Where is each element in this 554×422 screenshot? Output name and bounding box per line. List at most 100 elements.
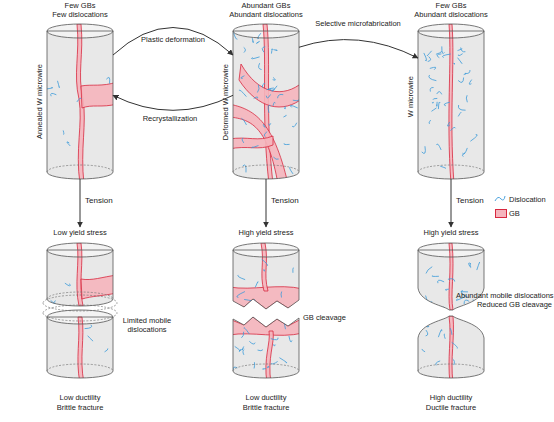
state-text: Few dislocations (35, 10, 125, 19)
state-text: Low ductility (221, 393, 311, 402)
state-text: Limited mobile dislocations (115, 316, 179, 334)
tensile-result: Low yield stressLimited mobile dislocati… (47, 227, 113, 382)
dislocation-line (85, 325, 92, 329)
dislocation-line (432, 102, 433, 103)
microwire-cylinder (233, 24, 299, 179)
wire-outline (233, 31, 299, 179)
dislocation-line (436, 102, 437, 106)
dislocation-line (273, 102, 275, 105)
dislocation-line (284, 115, 287, 117)
grain-boundary (239, 64, 303, 107)
dislocation-line (258, 85, 260, 92)
dislocation-line (235, 347, 240, 351)
dislocation-line (273, 78, 276, 81)
dislocation-line (280, 292, 282, 297)
dislocation-line (268, 105, 270, 112)
dislocation-line (275, 305, 281, 307)
dislocation-line (269, 124, 271, 126)
dislocation-line (417, 320, 423, 325)
dislocation-line (422, 349, 425, 351)
arrow-label: Tension (271, 196, 311, 205)
wire-interior (422, 24, 477, 184)
microwire-cylinder (47, 24, 113, 179)
tensile-result: High yield stressGB cleavageLow ductilit… (233, 227, 299, 382)
wire-outline (47, 317, 113, 378)
dislocation-line (436, 52, 441, 55)
dislocation-line (280, 358, 287, 363)
state-text: Reduced GB cleavage (456, 300, 552, 309)
dislocation-line (243, 165, 246, 172)
microwire-cylinder (47, 243, 113, 378)
state-text: High ductility (406, 393, 496, 402)
dislocation-line (441, 166, 446, 168)
arrow-label: Tension (456, 196, 496, 205)
grain-boundary (229, 317, 303, 335)
dislocation-line (77, 98, 81, 102)
dislocation-line (458, 112, 461, 116)
dislocation-line (458, 78, 463, 83)
wire-outline (418, 31, 484, 179)
dislocation-line (463, 148, 468, 154)
dislocation-line (452, 343, 458, 349)
state-text: Brittle fracture (221, 403, 311, 412)
process-arrow (113, 28, 233, 56)
dislocation-line (266, 95, 270, 98)
dislocation-line (262, 260, 268, 266)
microwire-state: Abundant GBsAbundant dislocationsDeforme… (233, 24, 299, 179)
state-text: Low yield stress (35, 228, 125, 237)
dislocation-line (105, 349, 108, 352)
dislocation-line (429, 75, 436, 80)
dislocation-line (237, 292, 245, 298)
wire-label: W microwire (406, 76, 415, 117)
dislocation-line (248, 307, 250, 311)
dislocation-line (453, 63, 454, 65)
dislocation-line (254, 97, 258, 99)
dislocation-line (422, 147, 425, 154)
grain-boundary (449, 243, 453, 310)
dislocation-line (274, 49, 278, 51)
dislocation-line (65, 283, 70, 286)
slip-ring (43, 305, 117, 321)
dislocation-line (258, 350, 263, 352)
dislocation-line (258, 64, 261, 70)
dislocation-line (439, 329, 442, 337)
legend-swatch (495, 209, 507, 218)
dislocation-line (292, 123, 296, 127)
slip-ring (43, 295, 117, 311)
grain-boundary (81, 275, 117, 299)
dislocation-line (251, 146, 258, 148)
dislocation-line (464, 73, 466, 75)
dislocation-line (461, 48, 465, 52)
grain-boundary (81, 82, 117, 108)
dislocation-line (433, 98, 437, 99)
dislocation-line (252, 39, 254, 43)
dislocation-line (442, 47, 444, 54)
dislocation-line (437, 144, 441, 150)
dislocation-line (429, 120, 431, 123)
dislocation-line (278, 94, 283, 97)
legend-text: Dislocation (509, 195, 546, 204)
arrow-label: Recrystallization (125, 114, 215, 123)
dislocation-line (458, 54, 462, 56)
hidden-edge (47, 165, 113, 172)
dislocation-line (451, 127, 456, 130)
dislocation-line (290, 105, 297, 108)
dislocation-line (457, 49, 462, 51)
state-text: Abundant dislocations (406, 10, 496, 19)
dislocation-line (254, 363, 255, 369)
legend-row: Dislocation (494, 194, 554, 208)
dislocation-line (471, 134, 478, 141)
state-text: Few GBs (406, 1, 496, 10)
dislocation-line (466, 308, 469, 310)
state-text: Abundant mobile dislocations (456, 291, 552, 300)
dislocation-line (63, 131, 65, 135)
dislocation-line (458, 315, 460, 318)
grain-boundary (229, 104, 288, 184)
dislocation-line (472, 303, 477, 307)
dislocation-line (88, 336, 93, 341)
dislocation-line (238, 275, 245, 279)
dislocation-line (444, 102, 449, 105)
dislocation-line (437, 54, 441, 58)
microwire-cylinder (418, 243, 484, 378)
process-arrow (299, 40, 418, 59)
